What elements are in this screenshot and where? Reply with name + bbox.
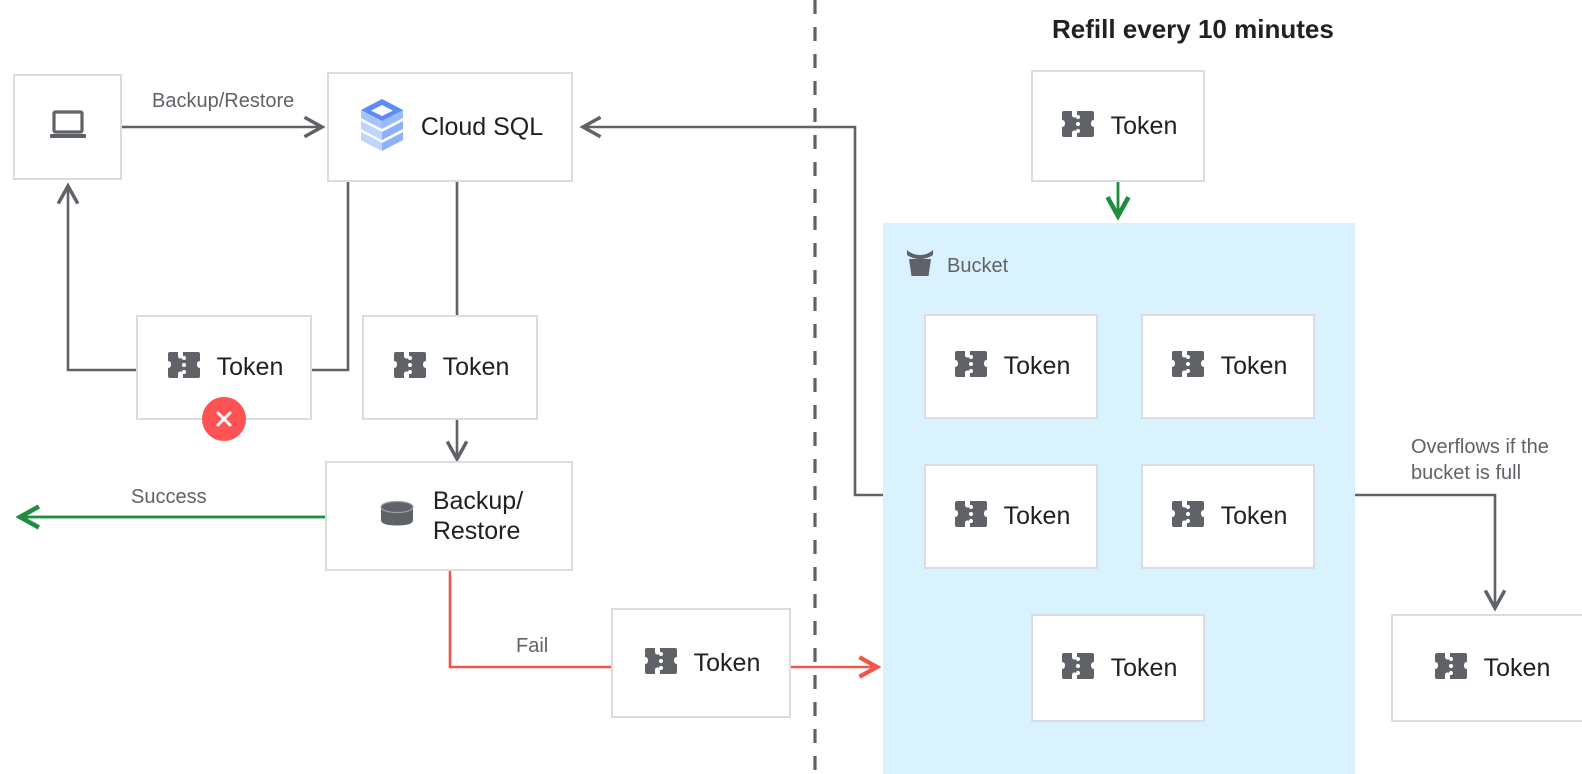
token-icon xyxy=(391,348,429,387)
edge-token-to-laptop xyxy=(56,182,136,372)
token-label: Token xyxy=(1003,502,1071,530)
token-label: Token xyxy=(1220,502,1288,530)
bucket-title: Bucket xyxy=(903,248,1008,284)
edge-label-backup-restore: Backup/Restore xyxy=(152,90,295,112)
token-node-bucket-5[interactable]: Token xyxy=(1031,614,1205,722)
token-node-bucket-1[interactable]: Token xyxy=(924,314,1098,419)
token-icon xyxy=(952,497,990,536)
edge-cloudsql-to-token-left xyxy=(312,182,350,372)
token-node-bucket-4[interactable]: Token xyxy=(1141,464,1315,569)
token-label: Token xyxy=(693,648,761,677)
token-label: Token xyxy=(1220,352,1288,380)
diagram-title: Refill every 10 minutes xyxy=(1052,14,1334,44)
backup-restore-label: Backup/ Restore xyxy=(432,487,524,545)
token-icon xyxy=(642,644,680,683)
bucket-label: Bucket xyxy=(947,254,1009,277)
token-icon xyxy=(1432,649,1470,688)
token-label: Token xyxy=(1483,653,1551,682)
token-icon xyxy=(1059,107,1097,146)
token-icon xyxy=(165,348,203,387)
token-node-request[interactable]: Token xyxy=(362,315,538,420)
laptop-node[interactable] xyxy=(13,74,122,180)
edge-label-success: Success xyxy=(131,486,207,508)
bucket-icon xyxy=(903,248,937,284)
token-node-bucket-3[interactable]: Token xyxy=(924,464,1098,569)
token-label: Token xyxy=(1110,111,1178,140)
laptop-icon xyxy=(48,109,88,146)
edge-overflow-to-token xyxy=(1355,493,1507,612)
token-node-overflow[interactable]: Token xyxy=(1391,614,1582,722)
backup-restore-node[interactable]: Backup/ Restore xyxy=(325,461,573,571)
token-icon xyxy=(952,347,990,386)
token-icon xyxy=(1169,497,1207,536)
cloud-sql-node[interactable]: Cloud SQL xyxy=(327,72,573,182)
cloud-sql-icon xyxy=(357,97,407,158)
token-node-bucket-2[interactable]: Token xyxy=(1141,314,1315,419)
token-icon xyxy=(1059,649,1097,688)
edge-label-fail: Fail xyxy=(516,635,549,657)
edge-bucket-to-cloudsql xyxy=(579,115,883,497)
token-label: Token xyxy=(442,353,510,381)
token-label: Token xyxy=(216,353,284,381)
token-label: Token xyxy=(1003,352,1071,380)
token-node-returned[interactable]: Token xyxy=(611,608,791,718)
edge-label-overflow: Overflows if the bucket is full xyxy=(1411,436,1549,484)
cloud-sql-label: Cloud SQL xyxy=(420,113,544,141)
token-icon xyxy=(1169,347,1207,386)
database-icon xyxy=(375,497,419,536)
token-label: Token xyxy=(1110,653,1178,682)
token-node-refill[interactable]: Token xyxy=(1031,70,1205,182)
error-x-icon xyxy=(202,397,246,441)
